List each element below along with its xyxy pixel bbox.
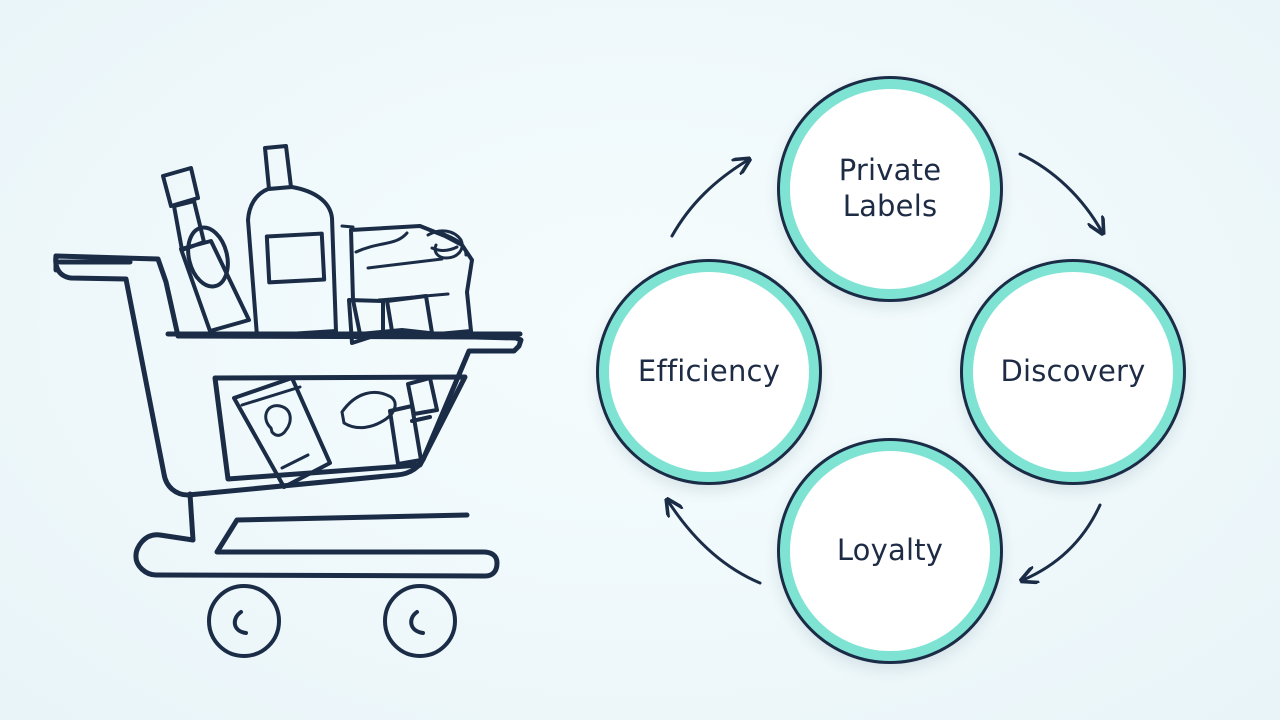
node-fill — [790, 451, 990, 651]
arrow-efficiency-to-private-icon — [670, 160, 748, 238]
cart-right-wheel-hub-icon — [409, 610, 425, 635]
food-packet-icon — [232, 376, 332, 489]
node-label-discovery: Discovery — [1000, 354, 1146, 389]
node-loyalty: Loyalty — [777, 438, 1003, 664]
spray-bottle-label-icon — [186, 225, 230, 289]
cart-lower-rail-icon — [133, 491, 500, 579]
cart-handle-icon — [53, 253, 133, 273]
node-label-loyalty: Loyalty — [836, 533, 944, 568]
cart-left-wheel-icon — [207, 584, 281, 658]
arrow-loyalty-to-efficiency-icon — [668, 501, 762, 585]
cart-left-wheel-hub-icon — [232, 610, 248, 635]
node-fill — [609, 272, 809, 472]
arrow-discovery-to-loyalty-icon — [1023, 503, 1102, 580]
large-bottle-icon — [246, 144, 338, 338]
node-label-private-labels: Private Labels — [838, 153, 942, 223]
arrow-private-to-discovery-icon — [1018, 152, 1102, 232]
cart-right-wheel-icon — [383, 584, 457, 658]
cart-basket-inner-icon — [212, 374, 468, 482]
node-discovery: Discovery — [960, 259, 1186, 485]
produce-icon — [340, 391, 397, 430]
large-bottle-label-icon — [264, 231, 327, 285]
node-efficiency: Efficiency — [596, 259, 822, 485]
node-label-efficiency: Efficiency — [637, 354, 781, 389]
spray-bottle-icon — [161, 166, 251, 333]
node-private-labels: Private Labels — [777, 76, 1003, 302]
food-packet-detail-icon — [240, 385, 310, 470]
node-fill — [973, 272, 1173, 472]
bread-package-icon — [340, 224, 464, 260]
node-fill — [790, 89, 990, 289]
